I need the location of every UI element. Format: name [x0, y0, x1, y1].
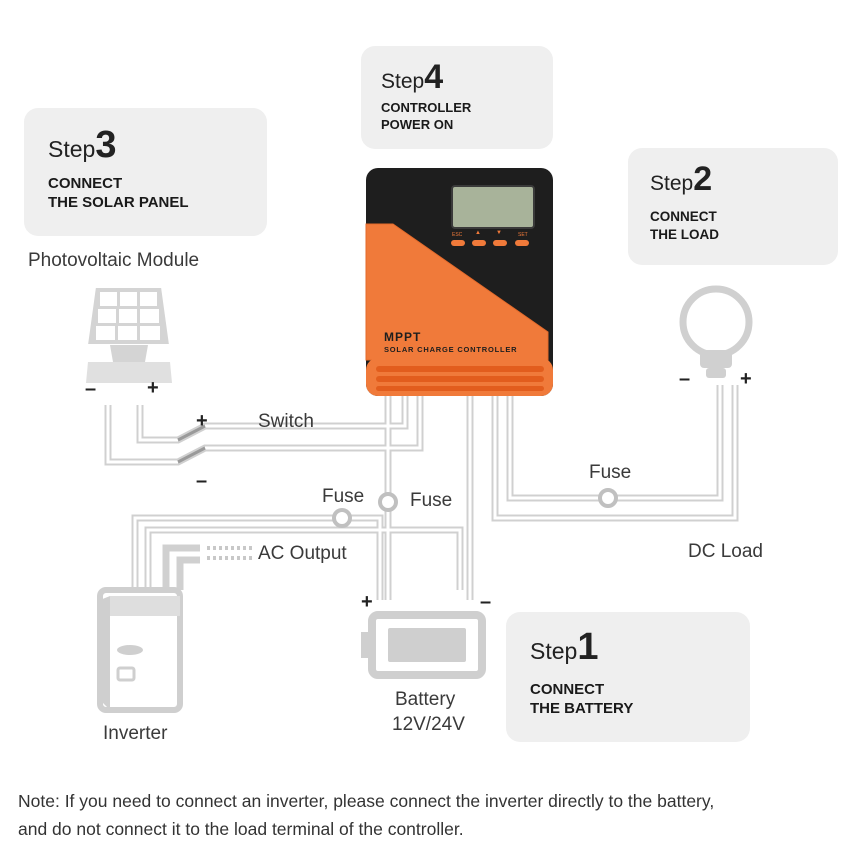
- dc-load-label: DC Load: [688, 541, 763, 562]
- ac-output-label: AC Output: [258, 543, 347, 564]
- step2-desc-line1: CONNECT: [650, 209, 717, 224]
- controller-button-up: ▲: [475, 230, 481, 236]
- step1-desc-line1: CONNECT: [530, 681, 605, 698]
- switch-label: Switch: [258, 411, 314, 432]
- controller-button-esc: ESC: [452, 232, 463, 238]
- fuse-icon: [598, 488, 618, 508]
- load-plus-sign: +: [740, 368, 752, 390]
- ac-output-wire: [162, 544, 200, 590]
- pv-plus-sign: +: [147, 377, 159, 399]
- step3-word: Step: [48, 136, 96, 162]
- switch-plus-sign: +: [196, 410, 208, 432]
- note-line1: Note: If you need to connect an inverter…: [18, 791, 715, 811]
- step4-desc-line2: POWER ON: [381, 117, 454, 132]
- ac-output-wire-2: [176, 556, 200, 590]
- battery-icon: [361, 611, 486, 679]
- charge-controller-icon: [365, 168, 553, 396]
- fuse-icon: [332, 508, 352, 528]
- step2-number: 2: [693, 160, 713, 198]
- step1-number: 1: [577, 626, 599, 668]
- controller-model: MPPT: [384, 330, 422, 344]
- controller-button-set: SET: [518, 232, 528, 238]
- step3-desc-line2: THE SOLAR PANEL: [48, 194, 189, 211]
- step1-word: Step: [530, 638, 578, 664]
- battery-minus-sign: –: [480, 591, 492, 613]
- step4-desc-line1: CONTROLLER: [381, 100, 472, 115]
- fuse-inverter-label: Fuse: [322, 486, 365, 507]
- inverter-icon: [97, 587, 183, 713]
- step1-box: Step1 CONNECT THE BATTERY: [506, 612, 750, 742]
- fuse-load-label: Fuse: [589, 462, 632, 483]
- switch-icon: [177, 424, 206, 464]
- step3-number: 3: [95, 124, 117, 166]
- note-line2: and do not connect it to the load termin…: [18, 819, 464, 839]
- step2-desc-line2: THE LOAD: [650, 227, 719, 242]
- controller-button-down: ▼: [496, 230, 502, 236]
- fuse-icon: [378, 492, 398, 512]
- step1-desc-line2: THE BATTERY: [530, 700, 634, 717]
- light-bulb-icon: [679, 285, 753, 378]
- step2-word: Step: [650, 172, 694, 195]
- inverter-label: Inverter: [103, 723, 168, 744]
- pv-module-label: Photovoltaic Module: [28, 250, 200, 271]
- solar-panel-icon: [85, 286, 172, 383]
- fuse-battery-label: Fuse: [410, 490, 453, 511]
- step3-box: Step3 CONNECT THE SOLAR PANEL: [24, 108, 267, 236]
- battery-voltage-label: 12V/24V: [392, 714, 465, 735]
- pv-minus-sign: –: [85, 378, 97, 400]
- battery-plus-sign: +: [361, 591, 373, 613]
- load-minus-sign: –: [679, 368, 691, 390]
- step4-word: Step: [381, 70, 425, 93]
- step4-box: Step4 CONTROLLER POWER ON: [361, 46, 553, 149]
- step4-number: 4: [424, 58, 444, 96]
- switch-minus-sign: –: [196, 470, 208, 492]
- step2-box: Step2 CONNECT THE LOAD: [628, 148, 838, 265]
- step3-desc-line1: CONNECT: [48, 175, 123, 192]
- controller-subtitle: SOLAR CHARGE CONTROLLER: [384, 345, 518, 354]
- note-text: Note: If you need to connect an inverter…: [18, 787, 838, 843]
- battery-label: Battery: [395, 689, 456, 710]
